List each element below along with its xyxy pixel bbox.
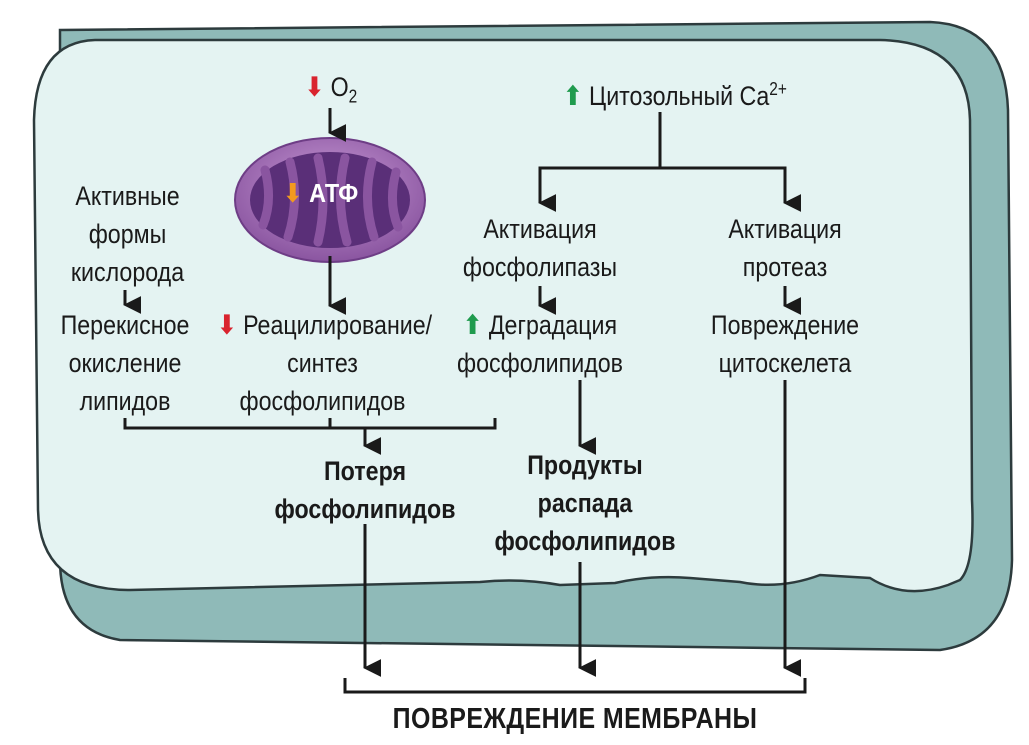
loss-line-2: фосфолипидов bbox=[274, 494, 456, 524]
reactive-oxygen-species-label: Активные формы кислорода bbox=[61, 177, 194, 291]
membrane-damage-label: ПОВРЕЖДЕНИЕ МЕМБРАНЫ bbox=[392, 703, 758, 735]
decrease-arrow-icon: ⬇ bbox=[304, 72, 325, 102]
cytoskeleton-damage-label: Повреждение цитоскелета bbox=[703, 306, 866, 382]
calcium-text: Цитозольный Ca bbox=[589, 81, 770, 111]
reacyl-text-1: Реацилирование/ bbox=[243, 310, 433, 340]
protease-activation-label: Активация протеаз bbox=[712, 210, 858, 286]
phospholipase-line-2: фосфолипазы bbox=[462, 252, 618, 282]
products-line-2: распада bbox=[537, 488, 633, 518]
phospholipid-degradation-label: ⬆ Деградация фосфолипидов bbox=[454, 306, 626, 382]
oxygen-text: O bbox=[330, 72, 349, 102]
cytoskeleton-line-2: цитоскелета bbox=[718, 348, 852, 378]
loss-line-1: Потеря bbox=[323, 456, 406, 486]
protease-line-2: протеаз bbox=[742, 252, 828, 282]
degradation-line-1: ⬆ Деградация bbox=[454, 306, 626, 344]
phospholipase-activation-label: Активация фосфолипазы bbox=[463, 210, 618, 286]
perox-line-3: липидов bbox=[79, 386, 171, 416]
oxygen-label: ⬇ O2 bbox=[301, 68, 361, 115]
increase-arrow-icon: ⬆ bbox=[462, 310, 483, 340]
decrease-arrow-icon: ⬇ bbox=[217, 310, 237, 340]
breakdown-products-label: Продукты распада фосфолипидов bbox=[490, 446, 679, 560]
arrows bbox=[123, 108, 807, 694]
reacyl-line-1: ⬇ Реацилирование/ bbox=[217, 306, 432, 344]
cytosolic-calcium-label: ⬆ Цитозольный Ca2+ bbox=[559, 70, 791, 115]
products-line-1: Продукты bbox=[527, 450, 643, 480]
lipid-peroxidation-label: Перекисное окисление липидов bbox=[52, 306, 198, 420]
reacyl-line-3: фосфолипидов bbox=[239, 386, 406, 416]
perox-line-2: окисление bbox=[68, 348, 182, 378]
calcium-superscript: 2+ bbox=[769, 79, 787, 99]
products-line-3: фосфолипидов bbox=[494, 526, 676, 556]
mitochondrion bbox=[234, 137, 426, 263]
atp-text: АТФ bbox=[309, 178, 359, 208]
reacylation-label: ⬇ Реацилирование/ синтез фосфолипидов bbox=[217, 306, 432, 420]
oxygen-subscript: 2 bbox=[348, 86, 358, 107]
increase-arrow-icon: ⬆ bbox=[563, 81, 583, 111]
phospholipid-loss-label: Потеря фосфолипидов bbox=[270, 452, 459, 528]
atp-label: ⬇ АТФ bbox=[283, 178, 358, 209]
degradation-line-2: фосфолипидов bbox=[456, 348, 624, 378]
reacyl-line-2: синтез bbox=[287, 348, 358, 378]
protease-line-1: Активация bbox=[728, 214, 842, 244]
ros-line-2: формы bbox=[88, 219, 167, 249]
perox-line-1: Перекисное bbox=[60, 310, 190, 340]
cytoskeleton-line-1: Повреждение bbox=[710, 310, 860, 340]
degradation-text-1: Деградация bbox=[488, 310, 618, 340]
ros-line-1: Активные bbox=[75, 181, 180, 211]
phospholipase-line-1: Активация bbox=[483, 214, 597, 244]
ros-line-3: кислорода bbox=[70, 257, 185, 287]
atp-decrease-arrow-icon: ⬇ bbox=[283, 178, 303, 208]
